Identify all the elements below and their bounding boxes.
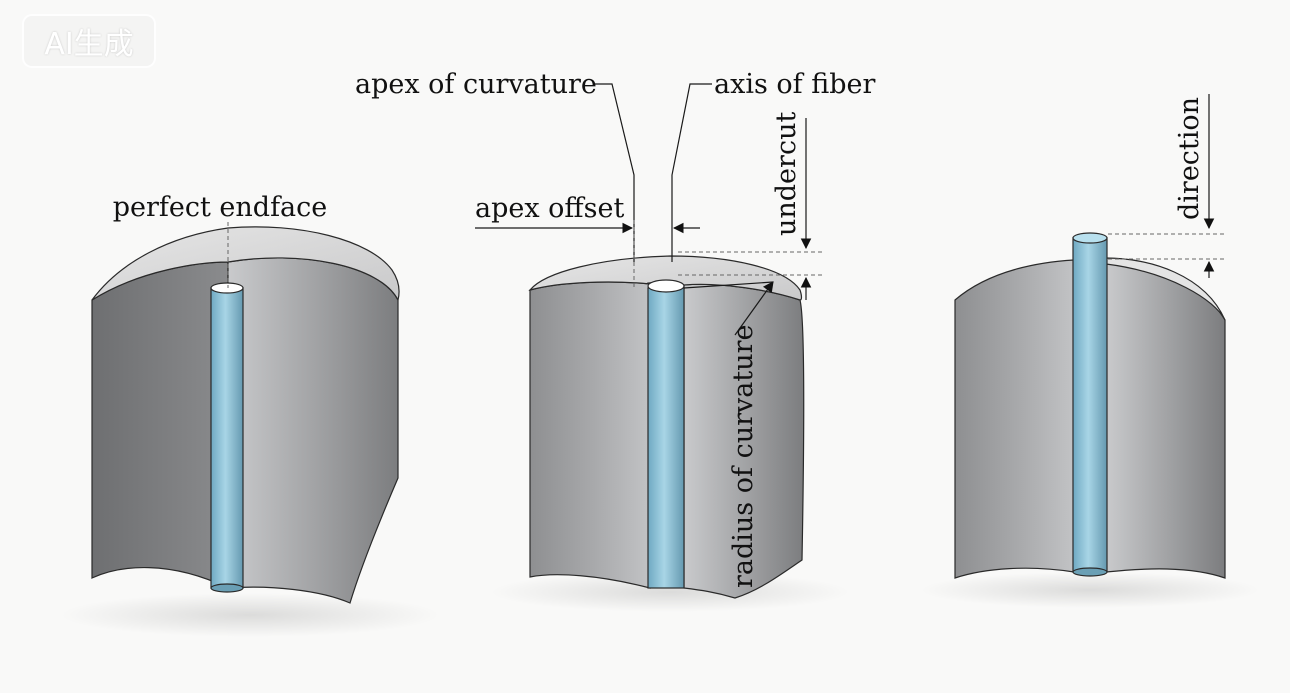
label-perfect-endface: perfect endface [113,192,328,223]
right-wall [1105,257,1226,579]
fiber-core [647,287,685,589]
label-apex-of-curvature: apex of curvature [355,69,597,100]
axis-of-fiber-leader [671,83,712,262]
domed-top [528,255,803,301]
outer-wall [227,257,399,604]
apex-of-curvature-leader [595,83,635,262]
label-undercut: undercut [771,112,802,236]
watermark-badge: AI生成 [22,14,156,68]
label-direction: direction [1174,97,1205,220]
ground-shadow [920,572,1260,608]
fiber-endface [210,282,244,294]
fiber-core [1072,237,1108,573]
ground-shadow [60,593,440,637]
label-apex-offset: apex offset [475,193,624,224]
left-wall [954,259,1075,579]
fiber-core [210,287,244,589]
fiber-endface [1072,232,1108,244]
top-surface [91,226,400,302]
ferrule-perfect-endface: perfect endface [60,192,440,637]
label-radius-of-curvature: radius of curvature [728,325,759,588]
label-axis-of-fiber: axis of fiber [714,69,876,100]
left-wall [529,281,651,589]
fiber-endface [647,279,685,293]
radius-arrow [734,281,774,336]
inner-cut-face [91,261,229,589]
ferrule-direction: direction [920,94,1260,608]
ferrule-curvature: radius of curvature apex of curvature ax… [355,69,876,612]
